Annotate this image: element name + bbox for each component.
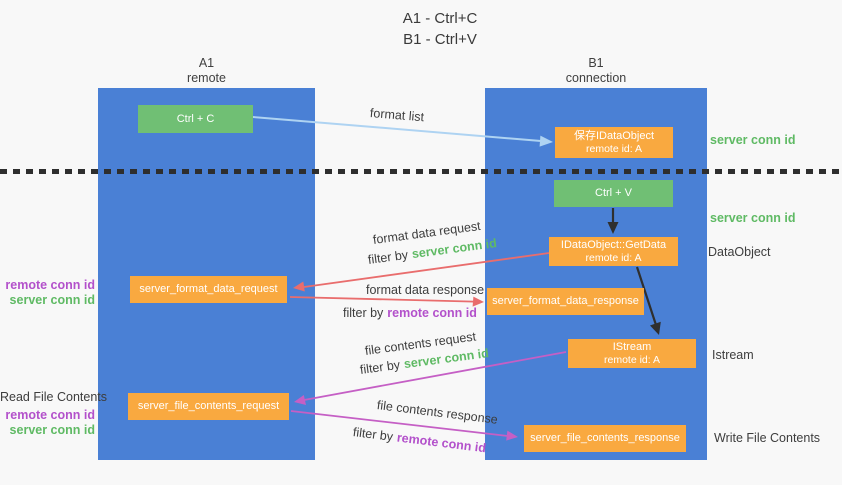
arrowhead-file-contents-request xyxy=(294,395,306,405)
node-save-dataobject-line2: remote id: A xyxy=(585,142,643,155)
lane-a-header: A1 remote xyxy=(98,56,315,86)
node-idataobject-getdata: IDataObject::GetData remote id: A xyxy=(549,237,678,266)
label-remote-conn-id-1: remote conn id xyxy=(5,278,95,292)
lane-b-name: B1 xyxy=(588,56,604,70)
arrowhead-ctrlv-getdata xyxy=(607,222,619,234)
arrowhead-file-contents-response xyxy=(506,430,518,441)
lane-a-name: A1 xyxy=(198,56,215,70)
filter-key-remote-conn-id: remote conn id xyxy=(387,306,477,320)
dotted-separator xyxy=(0,169,842,174)
label-server-conn-id-2: server conn id xyxy=(9,423,95,437)
label-istream: Istream xyxy=(712,348,754,362)
lane-a-subtitle: remote xyxy=(187,71,226,85)
diagram-title: A1 - Ctrl+C B1 - Ctrl+V xyxy=(350,8,530,50)
node-istream-line1: IStream xyxy=(612,340,652,353)
node-ctrl-v-label: Ctrl + V xyxy=(595,187,632,199)
node-ctrl-c: Ctrl + C xyxy=(138,105,253,133)
node-istream: IStream remote id: A xyxy=(568,339,696,368)
arrow-format-data-response xyxy=(289,296,475,303)
node-file-response-label: server_file_contents_response xyxy=(530,432,680,444)
arrow-getdata-istream xyxy=(635,266,658,326)
arrowhead-format-list xyxy=(539,135,553,147)
node-server-format-data-response: server_format_data_response xyxy=(487,288,644,315)
node-server-format-data-request: server_format_data_request xyxy=(130,276,287,303)
label-read-file-contents: Read File Contents xyxy=(0,390,108,404)
label-left-conn-ids-1: remote conn id server conn id xyxy=(0,278,95,308)
node-istream-line2: remote id: A xyxy=(603,353,661,366)
node-save-dataobject-line1: 保存IDataObject xyxy=(573,129,655,142)
arrow-file-contents-request xyxy=(303,351,567,401)
node-ctrl-v: Ctrl + V xyxy=(554,180,673,207)
node-format-response-label: server_format_data_response xyxy=(492,295,639,307)
label-left-conn-ids-2: remote conn id server conn id xyxy=(0,408,95,438)
label-server-conn-id-top: server conn id xyxy=(710,133,796,147)
node-getdata-line2: remote id: A xyxy=(585,251,642,264)
node-format-request-label: server_format_data_request xyxy=(139,283,278,295)
arrowhead-format-data-response xyxy=(472,296,484,307)
label-write-file-contents: Write File Contents xyxy=(714,431,821,445)
label-dataobject: DataObject xyxy=(708,245,771,259)
arrowhead-getdata-istream xyxy=(650,321,661,335)
node-getdata-line1: IDataObject::GetData xyxy=(560,238,667,251)
filter-prefix: filter by xyxy=(343,306,384,320)
arrow-format-list xyxy=(252,116,542,142)
node-save-dataobject: 保存IDataObject remote id: A xyxy=(555,127,673,158)
node-server-file-contents-request: server_file_contents_request xyxy=(128,393,289,420)
node-file-request-label: server_file_contents_request xyxy=(137,400,280,412)
title-line-2: B1 - Ctrl+V xyxy=(403,31,477,48)
label-format-data-response: format data response xyxy=(366,283,485,297)
arrow-format-data-request xyxy=(303,252,550,288)
arrow-file-contents-response xyxy=(290,410,509,437)
title-line-1: A1 - Ctrl+C xyxy=(402,10,478,27)
arrowhead-format-data-request xyxy=(293,281,305,292)
lane-b-header: B1 connection xyxy=(485,56,707,86)
node-ctrl-c-label: Ctrl + C xyxy=(176,112,215,125)
node-server-file-contents-response: server_file_contents_response xyxy=(524,425,686,452)
label-remote-conn-id-2: remote conn id xyxy=(5,408,95,422)
label-server-conn-id-mid: server conn id xyxy=(710,211,796,225)
lane-b-subtitle: connection xyxy=(565,71,627,85)
label-server-conn-id-1: server conn id xyxy=(9,293,95,307)
